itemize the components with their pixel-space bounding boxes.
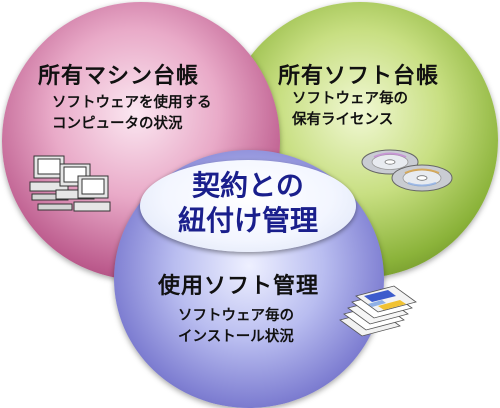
owned-machine-desc-line2: コンピュータの状況	[52, 116, 183, 133]
center-title-line2: 紐付け管理	[177, 204, 318, 237]
used-software-desc-line2: インストール状況	[178, 329, 294, 346]
owned-machine-title: 所有マシン台帳	[38, 64, 200, 89]
discs-icon	[361, 149, 453, 192]
owned-software-desc-line2: 保有ライセンス	[292, 112, 394, 129]
documents-icon	[339, 285, 417, 337]
center-oval	[140, 160, 356, 252]
used-software-desc-line1: ソフトウェア毎の	[178, 308, 294, 324]
owned-software-description: ソフトウェア毎の 保有ライセンス	[292, 89, 408, 131]
owned-software-desc-line1: ソフトウェア毎の	[292, 91, 408, 107]
owned-machine-desc-line1: ソフトウェアを使用する	[52, 95, 212, 111]
owned-software-title: 所有ソフト台帳	[278, 64, 440, 89]
center-title-line1: 契約との	[192, 169, 304, 202]
computers-icon	[29, 155, 111, 212]
used-software-description: ソフトウェア毎の インストール状況	[178, 306, 294, 348]
used-software-title: 使用ソフト管理	[158, 274, 320, 299]
owned-machine-description: ソフトウェアを使用する コンピュータの状況	[52, 93, 212, 135]
